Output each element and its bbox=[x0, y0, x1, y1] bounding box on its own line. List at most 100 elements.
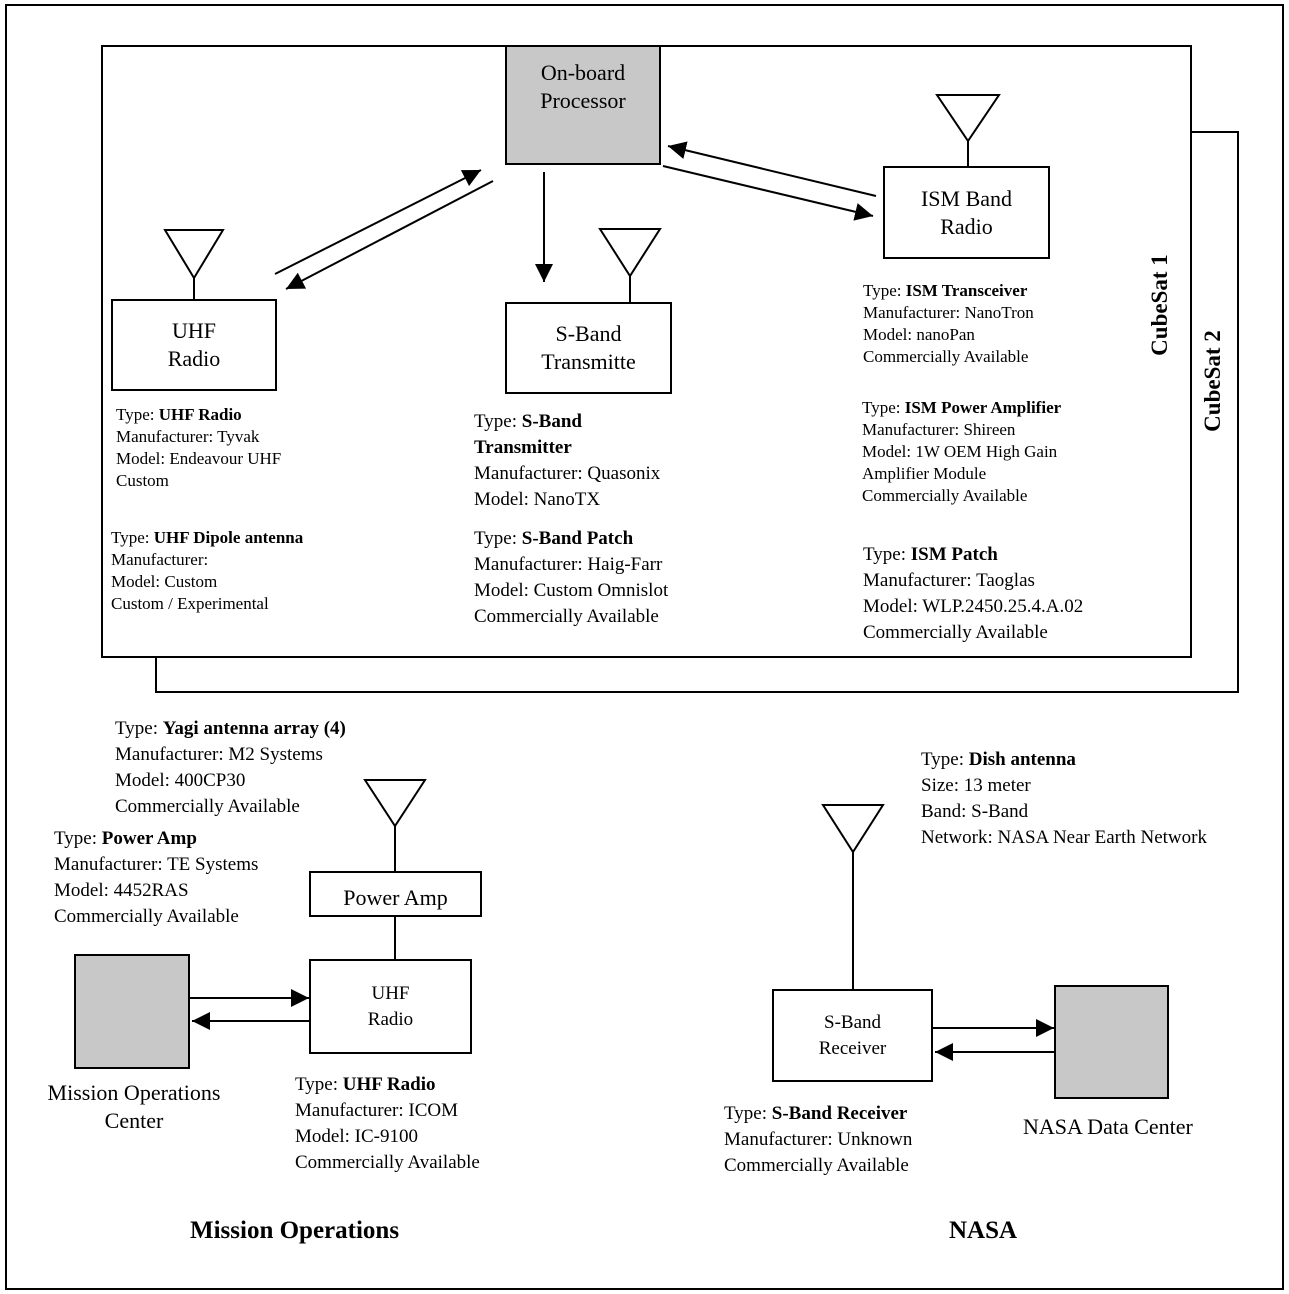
onboard-processor-box: On-board Processor bbox=[505, 45, 661, 165]
spec-model: Model: Custom Omnislot bbox=[474, 580, 669, 601]
ism-patch-spec: Type: ISM Patch Manufacturer: Taoglas Mo… bbox=[863, 542, 1083, 646]
spec-manufacturer: Manufacturer: Quasonix bbox=[474, 463, 661, 484]
uhf-antenna-icon bbox=[163, 229, 225, 300]
spec-model: Model: 1W OEM High Gain bbox=[862, 442, 1058, 461]
arrow-ism-to-processor bbox=[667, 141, 877, 197]
arrow-uhf-to-processor bbox=[274, 169, 482, 275]
spec-band: Band: S-Band bbox=[921, 801, 1029, 822]
ism-radio-box: ISM Band Radio bbox=[883, 166, 1050, 259]
spec-type: ISM Patch bbox=[910, 544, 998, 565]
spec-model: Model: 400CP30 bbox=[115, 770, 246, 791]
spec-type: Power Amp bbox=[101, 828, 197, 849]
sband-box-label-2: Transmitte bbox=[541, 349, 636, 374]
spec-manufacturer: Manufacturer: bbox=[111, 550, 209, 569]
spec-manufacturer: Manufacturer: ICOM bbox=[295, 1100, 459, 1121]
spec-manufacturer: Manufacturer: Taoglas bbox=[863, 570, 1035, 591]
type-prefix: Type: bbox=[54, 828, 102, 849]
receiver-label-1: S-Band bbox=[824, 1011, 881, 1033]
type-prefix: Type: bbox=[862, 398, 905, 417]
spec-status: Commercially Available bbox=[863, 622, 1048, 643]
processor-label-2: Processor bbox=[540, 88, 626, 113]
ism-box-label-1: ISM Band bbox=[920, 185, 1013, 211]
sband-receiver-box: S-Band Receiver bbox=[772, 989, 933, 1082]
sband-box-label-1: S-Band bbox=[555, 321, 622, 346]
sband-transmitter-box: S-Band Transmitte bbox=[505, 302, 672, 394]
spec-network: Network: NASA Near Earth Network bbox=[921, 827, 1207, 848]
type-prefix: Type: bbox=[111, 528, 154, 547]
nasa-section-label: NASA bbox=[949, 1217, 1018, 1244]
ism-transceiver-spec: Type: ISM Transceiver Manufacturer: Nano… bbox=[863, 280, 1034, 368]
spec-status: Commercially Available bbox=[54, 906, 239, 927]
type-prefix: Type: bbox=[863, 544, 911, 565]
spec-manufacturer: Manufacturer: TE Systems bbox=[54, 854, 259, 875]
spec-model: Model: Endeavour UHF bbox=[116, 449, 282, 468]
cubesat2-label: CubeSat 2 bbox=[1200, 330, 1225, 432]
spec-status: Commercially Available bbox=[115, 796, 300, 817]
spec-type: UHF Radio bbox=[342, 1074, 436, 1095]
diagram-frame bbox=[5, 4, 1284, 1290]
spec-type: Yagi antenna array (4) bbox=[162, 718, 346, 739]
uhf-radio-box: UHF Radio bbox=[111, 299, 277, 391]
spec-type: Dish antenna bbox=[968, 749, 1076, 770]
ground-uhf-label-1: UHF bbox=[371, 982, 410, 1004]
spec-type: S-Band Receiver bbox=[771, 1103, 908, 1124]
spec-type: ISM Transceiver bbox=[905, 281, 1028, 300]
spec-type: S-Band Patch bbox=[521, 528, 634, 549]
spec-size: Size: 13 meter bbox=[921, 775, 1031, 796]
spec-manufacturer: Manufacturer: Shireen bbox=[862, 420, 1016, 439]
type-prefix: Type: bbox=[115, 718, 163, 739]
sband-antenna-icon bbox=[598, 228, 662, 303]
mission-operations-section-label: Mission Operations bbox=[190, 1217, 400, 1244]
sband-patch-spec: Type: S-Band Patch Manufacturer: Haig-Fa… bbox=[474, 526, 668, 630]
sband-tx-spec: Type: S-Band Transmitter Manufacturer: Q… bbox=[474, 409, 660, 513]
ground-uhf-radio-box: UHF Radio bbox=[309, 959, 472, 1054]
spec-status: Commercially Available bbox=[474, 606, 659, 627]
moc-label-2: Center bbox=[104, 1108, 164, 1133]
yagi-spec: Type: Yagi antenna array (4) Manufacture… bbox=[115, 716, 346, 820]
spec-manufacturer: Manufacturer: Haig-Farr bbox=[474, 554, 663, 575]
spec-manufacturer: Manufacturer: Unknown bbox=[724, 1129, 913, 1150]
spec-status: Commercially Available bbox=[295, 1152, 480, 1173]
spec-status: Commercially Available bbox=[724, 1155, 909, 1176]
ism-amplifier-spec: Type: ISM Power Amplifier Manufacturer: … bbox=[862, 397, 1061, 507]
arrow-processor-to-uhf bbox=[285, 180, 494, 290]
spec-manufacturer: Manufacturer: Tyvak bbox=[116, 427, 260, 446]
spec-type: S-Band bbox=[521, 411, 582, 432]
receiver-spec: Type: S-Band Receiver Manufacturer: Unkn… bbox=[724, 1101, 912, 1179]
spec-model: Model: IC-9100 bbox=[295, 1126, 418, 1147]
spec-model: Model: NanoTX bbox=[474, 489, 601, 510]
arrow-processor-to-ism bbox=[662, 165, 874, 221]
type-prefix: Type: bbox=[295, 1074, 343, 1095]
ism-antenna-icon bbox=[935, 94, 1001, 167]
ism-box-label-2: Radio bbox=[940, 213, 993, 239]
moc-label-1: Mission Operations bbox=[47, 1080, 221, 1105]
yagi-antenna-icon bbox=[363, 779, 427, 872]
spec-type: UHF Dipole antenna bbox=[153, 528, 304, 547]
type-prefix: Type: bbox=[724, 1103, 772, 1124]
spec-model: Model: nanoPan bbox=[863, 325, 975, 344]
receiver-label-2: Receiver bbox=[818, 1037, 887, 1059]
type-prefix: Type: bbox=[474, 528, 522, 549]
dish-antenna-icon bbox=[821, 804, 885, 989]
spec-model: Model: 4452RAS bbox=[54, 880, 189, 901]
processor-label-1: On-board bbox=[540, 60, 626, 85]
cubesat2-frame bbox=[155, 131, 1239, 693]
spec-model: Model: WLP.2450.25.4.A.02 bbox=[863, 596, 1084, 617]
type-prefix: Type: bbox=[921, 749, 969, 770]
spec-type: ISM Power Amplifier bbox=[904, 398, 1062, 417]
type-prefix: Type: bbox=[863, 281, 906, 300]
spec-model: Model: Custom bbox=[111, 572, 218, 591]
spec-status: Custom / Experimental bbox=[111, 594, 269, 613]
mission-operations-center-box bbox=[74, 954, 190, 1069]
power-amp-spec: Type: Power Amp Manufacturer: TE Systems… bbox=[54, 826, 258, 930]
cubesat1-label: CubeSat 1 bbox=[1147, 254, 1172, 356]
power-amp-box-label: Power Amp bbox=[343, 885, 448, 910]
nasa-data-center-box bbox=[1054, 985, 1169, 1099]
uhf-box-label-2: Radio bbox=[167, 346, 221, 371]
spec-type: UHF Radio bbox=[158, 405, 242, 424]
uhf-antenna-spec: Type: UHF Dipole antenna Manufacturer: M… bbox=[111, 527, 303, 615]
spec-type-2: Transmitter bbox=[474, 437, 572, 458]
type-prefix: Type: bbox=[116, 405, 159, 424]
uhf-radio-spec: Type: UHF Radio Manufacturer: Tyvak Mode… bbox=[116, 404, 281, 492]
spec-model-2: Amplifier Module bbox=[862, 464, 987, 483]
